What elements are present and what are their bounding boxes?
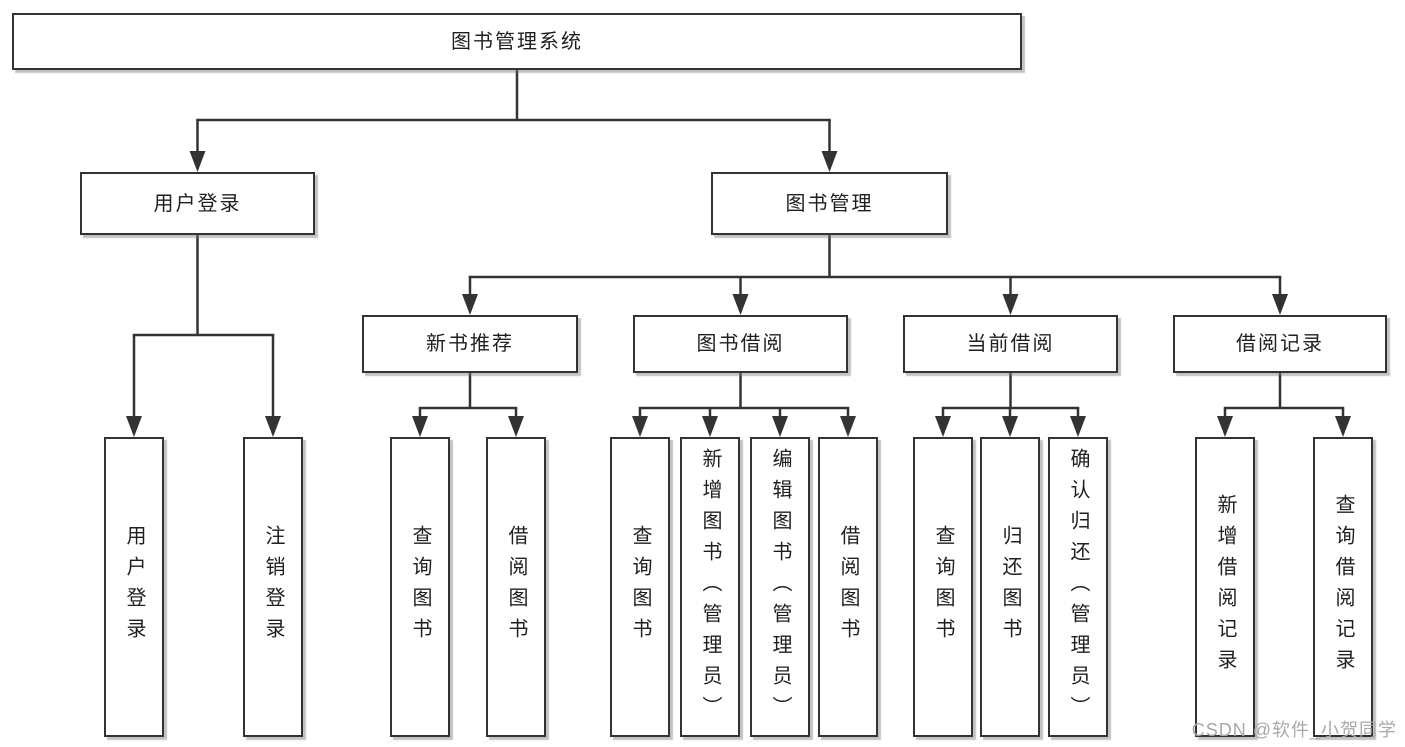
connector-arrowhead-icon (126, 416, 142, 437)
connector-arrowhead-icon (821, 151, 838, 172)
connector-arrowhead-icon (1070, 416, 1086, 437)
node-label-borrow-book-1: 借阅图书 (505, 525, 527, 649)
node-confirm-return: 确认归还（管理员） (1048, 437, 1108, 737)
node-label-book-borrow: 图书借阅 (696, 333, 785, 355)
node-edit-book: 编辑图书（管理员） (750, 437, 810, 737)
node-user-login: 用户登录 (104, 437, 164, 737)
node-label-query-book-2: 查询图书 (629, 525, 651, 649)
node-logout: 注销登录 (243, 437, 303, 737)
node-query-record: 查询借阅记录 (1313, 437, 1373, 737)
connector-arrowhead-icon (189, 151, 206, 172)
connector-arrowhead-icon (732, 294, 749, 315)
node-label-root: 图书管理系统 (451, 30, 583, 53)
node-borrow-book-1: 借阅图书 (486, 437, 546, 737)
node-book-borrow: 图书借阅 (633, 315, 848, 373)
node-label-confirm-return: 确认归还（管理员） (1067, 447, 1089, 727)
csdn-watermark: CSDN @软件_小贺同学 (1191, 720, 1397, 740)
node-label-return-book: 归还图书 (999, 525, 1021, 649)
node-label-loan-records: 借阅记录 (1236, 333, 1324, 355)
connector-arrowhead-icon (935, 416, 951, 437)
node-label-mgmt: 图书管理 (785, 192, 874, 215)
connector-arrowhead-icon (1335, 416, 1351, 437)
node-label-query-record: 查询借阅记录 (1332, 494, 1354, 680)
connector-arrowhead-icon (772, 416, 788, 437)
connector-arrowhead-icon (632, 416, 648, 437)
connector-arrowhead-icon (508, 416, 524, 437)
node-mgmt: 图书管理 (711, 172, 948, 235)
node-label-current-loan: 当前借阅 (966, 333, 1055, 355)
node-label-new-books: 新书推荐 (426, 333, 514, 355)
node-label-user-login: 用户登录 (123, 525, 145, 649)
node-loan-records: 借阅记录 (1173, 315, 1387, 373)
node-borrow-book-2: 借阅图书 (818, 437, 878, 737)
node-add-record: 新增借阅记录 (1195, 437, 1255, 737)
node-new-books: 新书推荐 (362, 315, 578, 373)
connector-arrowhead-icon (702, 416, 718, 437)
node-login: 用户登录 (80, 172, 315, 235)
connector-arrowhead-icon (1217, 416, 1233, 437)
connector-arrowhead-icon (412, 416, 428, 437)
node-add-book: 新增图书（管理员） (680, 437, 740, 737)
node-query-book-3: 查询图书 (913, 437, 973, 737)
connector-arrowhead-icon (265, 416, 281, 437)
node-label-add-book: 新增图书（管理员） (699, 447, 721, 727)
node-label-borrow-book-2: 借阅图书 (837, 525, 859, 649)
connector-arrowhead-icon (1002, 294, 1019, 315)
node-query-book-2: 查询图书 (610, 437, 670, 737)
node-query-book-1: 查询图书 (390, 437, 450, 737)
connector-arrowhead-icon (1272, 294, 1288, 315)
node-label-logout: 注销登录 (262, 525, 284, 649)
connector-arrowhead-icon (1002, 416, 1018, 437)
node-return-book: 归还图书 (980, 437, 1040, 737)
node-current-loan: 当前借阅 (903, 315, 1118, 373)
node-label-edit-book: 编辑图书（管理员） (769, 447, 791, 727)
connector-arrowhead-icon (462, 294, 478, 315)
node-label-add-record: 新增借阅记录 (1214, 494, 1236, 680)
connector-arrowhead-icon (840, 416, 856, 437)
node-label-login: 用户登录 (153, 192, 242, 215)
node-label-query-book-1: 查询图书 (409, 525, 431, 649)
node-label-query-book-3: 查询图书 (932, 525, 954, 649)
node-root: 图书管理系统 (12, 13, 1022, 70)
